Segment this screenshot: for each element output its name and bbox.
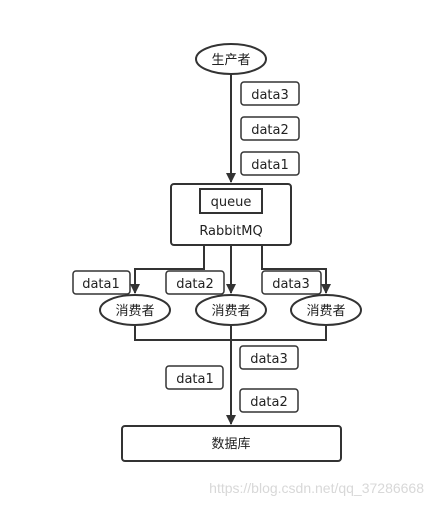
message-box bbox=[165, 365, 224, 390]
consumer-message-3: data3 bbox=[261, 270, 322, 295]
db-message-2: data1 bbox=[165, 365, 224, 390]
message-label: data1 bbox=[82, 277, 120, 292]
database-label: 数据库 bbox=[211, 436, 250, 452]
producer-node: 生产者 bbox=[195, 43, 267, 75]
consumer-label: 消费者 bbox=[211, 304, 250, 319]
consumer-node-1: 消费者 bbox=[99, 294, 171, 326]
connectors bbox=[130, 73, 331, 425]
message-label: data2 bbox=[250, 395, 288, 410]
consumer-ellipse bbox=[195, 294, 267, 326]
message-label: data3 bbox=[250, 352, 288, 367]
consumer-node-3: 消费者 bbox=[290, 294, 362, 326]
db-message-1: data3 bbox=[239, 345, 299, 370]
producer-message-1: data3 bbox=[240, 81, 300, 106]
message-label: data1 bbox=[176, 372, 214, 387]
consumer-ellipse bbox=[290, 294, 362, 326]
producer-message-2: data2 bbox=[240, 116, 300, 141]
message-label: data2 bbox=[176, 277, 214, 292]
rabbitmq-node: queue RabbitMQ bbox=[170, 183, 292, 246]
consumer-label: 消费者 bbox=[306, 304, 345, 319]
consumer-ellipse bbox=[99, 294, 171, 326]
consumer-message-1: data1 bbox=[72, 270, 131, 295]
watermark-text: https://blog.csdn.net/qq_37286668 bbox=[209, 480, 424, 496]
message-box bbox=[240, 151, 300, 176]
producer-message-3: data1 bbox=[240, 151, 300, 176]
database-box bbox=[121, 425, 342, 462]
queue-label: queue bbox=[211, 195, 252, 210]
db-message-3: data2 bbox=[239, 388, 299, 413]
queue-to-consumer-3-arrow bbox=[261, 246, 331, 294]
rabbitmq-label: RabbitMQ bbox=[199, 224, 262, 239]
message-box bbox=[165, 270, 225, 295]
database-node: 数据库 bbox=[121, 425, 342, 462]
message-box bbox=[239, 345, 299, 370]
consumer-message-2: data2 bbox=[165, 270, 225, 295]
message-label: data3 bbox=[272, 277, 310, 292]
consumer-node-2: 消费者 bbox=[195, 294, 267, 326]
message-box bbox=[240, 81, 300, 106]
message-label: data2 bbox=[251, 123, 289, 138]
message-box bbox=[72, 270, 131, 295]
message-box bbox=[239, 388, 299, 413]
message-label: data1 bbox=[251, 158, 289, 173]
producer-ellipse bbox=[195, 43, 267, 75]
queue-box bbox=[199, 188, 263, 214]
message-box bbox=[240, 116, 300, 141]
message-label: data3 bbox=[251, 88, 289, 103]
producer-label: 生产者 bbox=[211, 53, 250, 68]
message-box bbox=[261, 270, 322, 295]
queue-to-consumer-1-arrow bbox=[130, 246, 205, 294]
consumer-label: 消费者 bbox=[115, 304, 154, 319]
